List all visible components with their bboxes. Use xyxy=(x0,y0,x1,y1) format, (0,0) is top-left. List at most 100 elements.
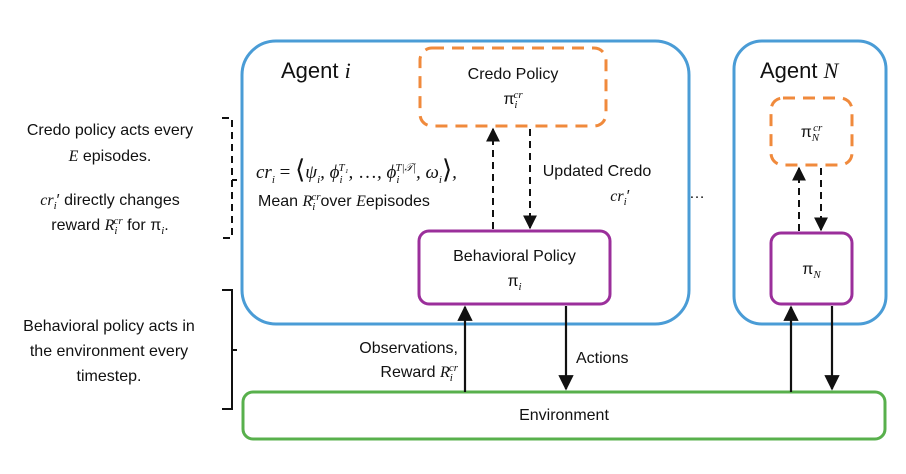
credo-policy-sub: i xyxy=(514,99,518,112)
note-r-sup: cr xyxy=(113,214,123,227)
behavioral-policy-symbol: πi xyxy=(419,271,610,294)
agent-n-box xyxy=(732,39,888,326)
behavioral-policy-name: Behavioral Policy xyxy=(453,248,576,265)
credo-vector-formula: cri = ⟨ψi, ϕiT₁, …, ϕiT|𝒯|, ωi⟩, xyxy=(256,155,457,186)
agent-i-title: Agent i xyxy=(281,58,351,84)
behavioral-policy-pi: π xyxy=(507,273,519,290)
credo-policy-n-pi: π xyxy=(800,124,812,141)
reward-sub: i xyxy=(312,201,316,214)
note-behavioral-line1: Behavioral policy acts in xyxy=(23,318,195,335)
reward-tail: episodes xyxy=(365,193,430,210)
credo-el-phi1: ϕ xyxy=(329,162,340,183)
credo-el-phi1-sup: T₁ xyxy=(338,161,349,174)
agent-n-title: Agent N xyxy=(760,58,838,84)
note-cr-tail: directly changes xyxy=(64,192,180,209)
credo-langle: ⟨ xyxy=(295,155,306,184)
reward-var: E xyxy=(356,193,366,210)
actions-label: Actions xyxy=(576,350,629,367)
agent-i-title-var: i xyxy=(344,58,351,83)
note-credo-acts-var: E xyxy=(68,148,79,165)
credo-lhs-sub: i xyxy=(271,173,275,186)
note-credo-acts-line2: E episodes. xyxy=(10,146,210,167)
brace-credo-notes xyxy=(222,117,237,239)
reward-text: Mean Ricrover Eepisodes xyxy=(258,190,430,214)
credo-policy-name: Credo Policy xyxy=(467,66,559,83)
credo-el-omega-sub: i xyxy=(438,173,442,186)
reward-suffix: over xyxy=(320,193,352,210)
note-behavioral-line2: the environment every xyxy=(29,343,189,360)
updated-credo-sub: i xyxy=(623,196,627,209)
behavioral-policy-n-label: πN xyxy=(771,259,852,282)
note-credo-changes-line2: reward Ricr for πi. xyxy=(10,214,210,238)
note-for: for xyxy=(127,217,146,234)
credo-rangle: ⟩ xyxy=(441,155,453,184)
agent-n-title-var: N xyxy=(823,58,839,83)
note-credo-acts-tail: episodes. xyxy=(82,148,152,165)
credo-lhs: cr xyxy=(256,162,272,183)
credo-policy-n-box xyxy=(769,96,854,167)
credo-el-psi-sub: i xyxy=(317,173,321,186)
behavioral-policy-n-sub: N xyxy=(813,269,821,282)
agent-n-title-text: Agent xyxy=(760,58,818,83)
note-pi: π xyxy=(150,217,162,234)
note-r-symbol: R xyxy=(104,217,115,234)
credo-comma-1: , xyxy=(320,162,330,183)
updated-credo-cr: cr xyxy=(610,188,624,205)
updated-credo-prime: ′ xyxy=(626,188,630,205)
brace-behavioral-notes xyxy=(222,289,237,410)
credo-equals: = xyxy=(279,162,291,183)
environment-box xyxy=(241,390,887,441)
observations-line2: Reward Ricr xyxy=(330,361,458,385)
note-credo-changes: cri′ directly changes reward Ricr for πi… xyxy=(10,190,210,238)
updated-credo-label: Updated Credo cri′ xyxy=(534,161,660,209)
behavioral-policy-label: Behavioral Policy πi xyxy=(419,246,610,294)
credo-el-phit-sub: i xyxy=(396,173,400,186)
agent-i-title-text: Agent xyxy=(281,58,339,83)
observations-r-symbol: R xyxy=(439,364,450,381)
behavioral-policy-n-pi: π xyxy=(802,261,814,278)
note-credo-changes-line1: cri′ directly changes xyxy=(10,190,210,213)
credo-el-phit: ϕ xyxy=(386,162,397,183)
credo-comma-4: , xyxy=(416,162,426,183)
credo-policy-n-sub: N xyxy=(811,132,820,145)
credo-comma-2: , xyxy=(348,162,358,183)
environment-label: Environment xyxy=(519,407,609,424)
credo-el-phit-sup: T|𝒯| xyxy=(395,161,416,174)
credo-policy-label: Credo Policy πicr xyxy=(420,64,606,112)
agents-ellipsis: … xyxy=(689,185,705,202)
behavioral-policy-box xyxy=(417,229,612,306)
credo-el-dots: … xyxy=(358,162,377,183)
behavioral-policy-sub: i xyxy=(518,281,522,294)
reward-prefix: Mean xyxy=(258,193,299,210)
observations-r-sup: cr xyxy=(448,361,458,374)
observations-reward-prefix: Reward xyxy=(380,364,436,381)
credo-el-phi1-sub: i xyxy=(339,173,343,186)
note-behavioral-acts: Behavioral policy acts in the environmen… xyxy=(6,316,212,388)
credo-policy-n-sup: cr xyxy=(813,121,823,134)
credo-policy-symbol: πicr xyxy=(420,88,606,112)
credo-trailing-comma: , xyxy=(452,162,457,183)
updated-credo-symbol: cri′ xyxy=(534,186,660,209)
note-period: . xyxy=(164,217,169,234)
updated-credo-line1: Updated Credo xyxy=(542,163,652,180)
note-reward-prefix: reward xyxy=(51,217,101,234)
behavioral-policy-n-box xyxy=(769,231,854,306)
credo-policy-sup: cr xyxy=(513,88,523,101)
credo-el-psi: ψ xyxy=(305,162,318,183)
observations-line1: Observations, xyxy=(359,340,458,357)
credo-el-omega: ω xyxy=(425,162,439,183)
note-r-sub: i xyxy=(114,225,118,238)
note-cr-symbol: cr xyxy=(40,192,54,209)
credo-policy-n-label: πNcr xyxy=(771,121,852,145)
note-cr-sub: i xyxy=(53,200,57,213)
note-behavioral-line3: timestep. xyxy=(76,368,142,385)
observations-label: Observations, Reward Ricr xyxy=(330,338,458,385)
credo-policy-pi: π xyxy=(503,91,515,108)
note-credo-acts-line1: Credo policy acts every xyxy=(26,122,194,139)
note-credo-acts: Credo policy acts every E episodes. xyxy=(10,120,210,167)
credo-comma-3: , xyxy=(377,162,387,183)
reward-sup: cr xyxy=(311,190,321,203)
observations-r-sub: i xyxy=(449,372,453,385)
credo-policy-box xyxy=(418,46,608,128)
